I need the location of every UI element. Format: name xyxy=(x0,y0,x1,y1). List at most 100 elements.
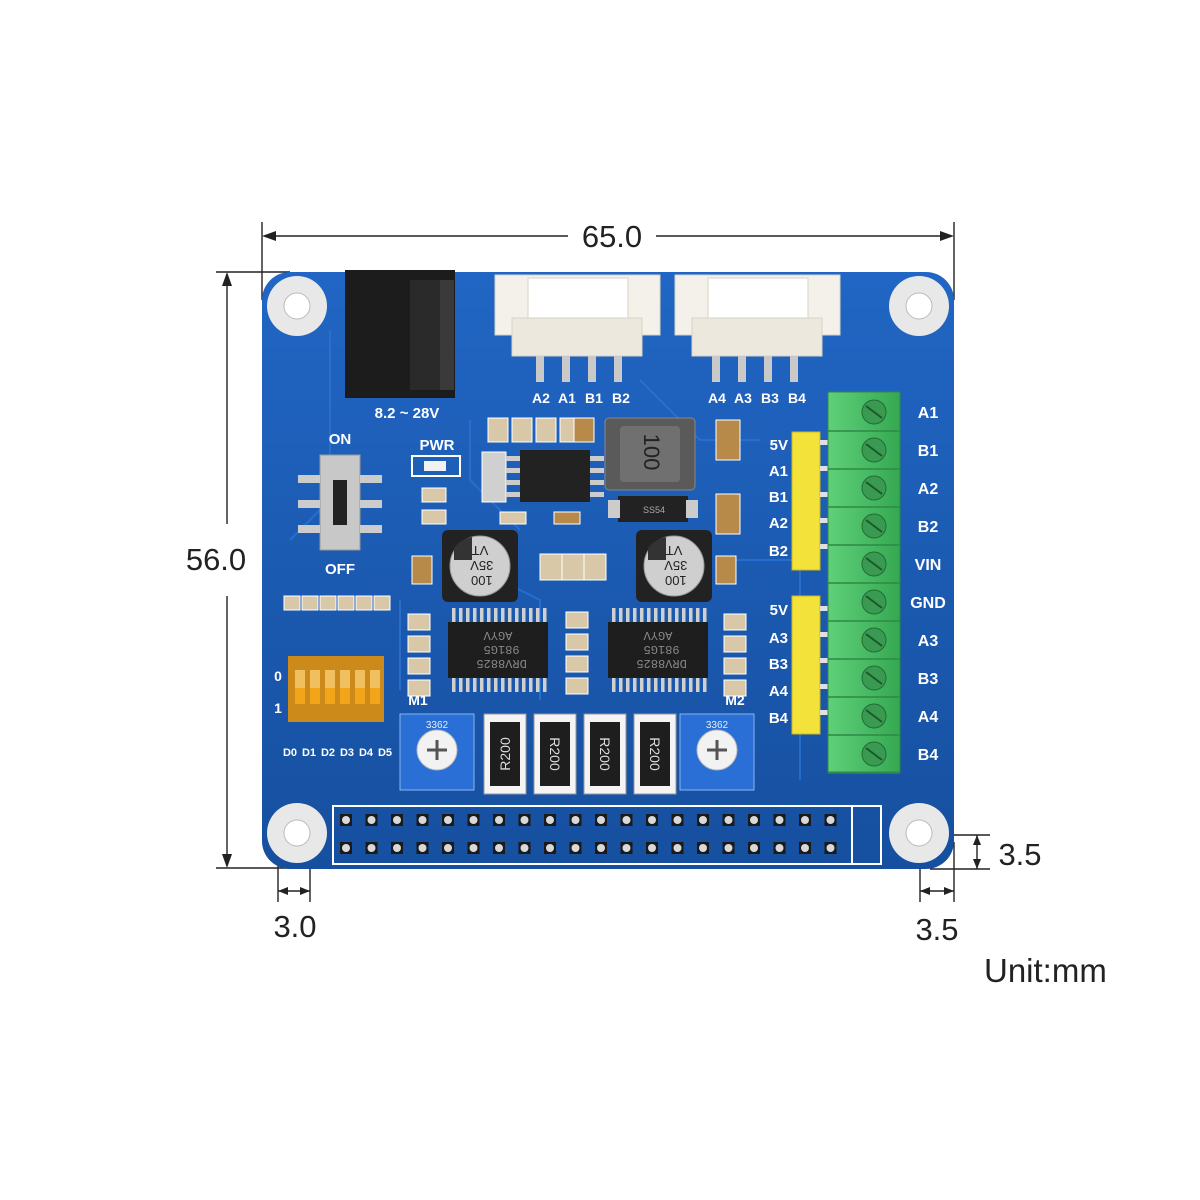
gpio-pin-tip xyxy=(520,844,529,852)
screw-slot xyxy=(865,519,883,533)
terminal-pin-b4: B4 xyxy=(918,747,939,764)
gpio-pin-tip xyxy=(673,816,682,824)
pot-m2-marking: 3362 xyxy=(706,720,729,731)
dip-label-d3: D3 xyxy=(340,747,354,759)
ic-pin xyxy=(501,678,505,692)
screw-slot xyxy=(865,747,883,761)
capacitor-right-value: 100 xyxy=(665,573,687,588)
terminal-block xyxy=(827,391,901,774)
ic-pin xyxy=(452,608,456,622)
ic-pin xyxy=(487,678,491,692)
svg-text:100 35V VT: 100 35V VT xyxy=(467,543,494,588)
gpio-header xyxy=(332,805,882,865)
width-dimension-label: 65.0 xyxy=(582,219,642,254)
header2-pin-a4: A4 xyxy=(769,683,789,700)
ic-pin xyxy=(633,608,637,622)
ic-pin xyxy=(654,608,658,622)
ic-pin xyxy=(515,608,519,622)
pwr-label: PWR xyxy=(420,437,455,454)
gpio-pin-tip xyxy=(775,816,784,824)
screw-slot xyxy=(865,443,883,457)
driver2-lot: 981G5 xyxy=(644,642,680,656)
gpio-pin-tip xyxy=(444,844,452,852)
regulator-ic xyxy=(506,450,604,502)
terminal-pin-a2: A2 xyxy=(918,481,939,498)
resistor-4-marking: R200 xyxy=(647,737,663,771)
gpio-pin-tip xyxy=(597,816,605,824)
ic-pin xyxy=(668,678,672,692)
screw-slot xyxy=(865,405,883,419)
ic-pin xyxy=(626,678,630,692)
gpio-pin-tip xyxy=(622,816,631,824)
driver2-part: DRV8825 xyxy=(636,656,686,670)
ic-pin xyxy=(696,608,700,622)
ic-pin xyxy=(480,678,484,692)
ic-pin xyxy=(494,678,498,692)
gpio-pin-tip xyxy=(367,816,376,824)
gpio-pin-tip xyxy=(826,816,835,824)
capacitor-left-value: 100 xyxy=(471,573,493,588)
ic-pin xyxy=(459,608,463,622)
gpio-pin-tip xyxy=(750,816,758,824)
ic-pin xyxy=(494,608,498,622)
ic-pin xyxy=(480,608,484,622)
power-jack xyxy=(345,270,455,398)
driver-ic-pins xyxy=(452,608,707,692)
driver1-lot: 981G5 xyxy=(484,642,520,656)
dip-label-d2: D2 xyxy=(321,747,335,759)
screw-slot xyxy=(865,595,883,609)
motor1-label: M1 xyxy=(408,692,428,708)
ic-pin xyxy=(619,608,623,622)
screw-slot xyxy=(865,671,883,685)
gpio-pin-tip xyxy=(520,816,529,824)
header1-pin-a2: A2 xyxy=(769,515,788,532)
capacitor-right-series: VT xyxy=(666,543,683,558)
gpio-pin-tip xyxy=(775,844,784,852)
gpio-pin-tip xyxy=(826,844,835,852)
gpio-pin-tip xyxy=(597,844,605,852)
schottky-diode xyxy=(608,496,698,522)
ic-pin xyxy=(612,678,616,692)
ic-pin xyxy=(619,678,623,692)
ic-pin xyxy=(522,608,526,622)
connector2-pin-b3: B3 xyxy=(761,390,779,406)
gpio-pin-tip xyxy=(546,816,554,824)
bottom-hole-offset-label: 3.5 xyxy=(998,837,1041,872)
gpio-pin-tip xyxy=(699,816,707,824)
dip-switch xyxy=(288,656,384,722)
gpio-pin-tip xyxy=(801,816,809,824)
power-voltage-label: 8.2 ~ 28V xyxy=(375,405,440,422)
dip-label-d5: D5 xyxy=(378,747,392,759)
driver2-code: AGYV xyxy=(643,628,673,642)
switch-on-label: ON xyxy=(329,431,352,448)
gpio-pin-tip xyxy=(699,844,707,852)
resistor-3-marking: R200 xyxy=(597,737,613,771)
ic-pin xyxy=(473,678,477,692)
gpio-pin-tip xyxy=(801,844,809,852)
terminal-pin-a4: A4 xyxy=(918,709,939,726)
ic-pin xyxy=(703,678,707,692)
motor-connector-1 xyxy=(494,274,661,382)
screw-slot xyxy=(865,481,883,495)
gpio-pin-tip xyxy=(342,844,350,852)
terminal-pin-a1: A1 xyxy=(918,405,939,422)
ic-pin xyxy=(626,608,630,622)
ic-pin xyxy=(536,608,540,622)
connector1-pin-b2: B2 xyxy=(612,390,630,406)
header2-pin-b3: B3 xyxy=(769,656,788,673)
dip-row-label-1: 1 xyxy=(274,700,282,716)
capacitor-right xyxy=(636,530,712,602)
ic-pin xyxy=(661,678,665,692)
inductor xyxy=(604,417,696,491)
gpio-pin-tip xyxy=(469,816,478,824)
ic-pin xyxy=(508,608,512,622)
driver1-code: AGYV xyxy=(483,628,513,642)
terminal-pin-a3: A3 xyxy=(918,633,939,650)
ic-pin xyxy=(501,608,505,622)
height-dimension-label: 56.0 xyxy=(186,542,246,577)
ic-pin xyxy=(703,608,707,622)
ic-pin xyxy=(466,678,470,692)
connector2-pin-a3: A3 xyxy=(734,390,752,406)
gpio-pin-tip xyxy=(571,816,580,824)
gpio-pin-tip xyxy=(393,816,401,824)
